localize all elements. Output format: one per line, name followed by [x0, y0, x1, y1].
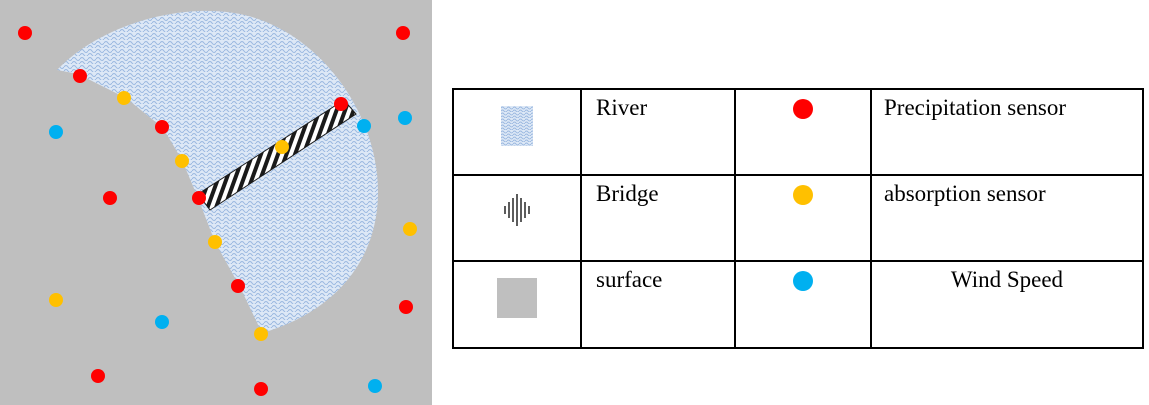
- legend-sensor-label-cell: Wind Speed: [870, 260, 1144, 349]
- precipitation-sensor-dot: [73, 69, 87, 83]
- river-swatch-icon: [501, 106, 533, 146]
- absorption-sensors: [49, 91, 417, 341]
- legend-label-cell: Bridge: [580, 174, 736, 262]
- legend-label-absorption: absorption sensor: [884, 181, 1046, 206]
- legend-label-surface: surface: [596, 267, 663, 292]
- precipitation-sensor-dot: [91, 369, 105, 383]
- legend-row-bridge: Bridge absorption sensor: [452, 174, 1144, 262]
- precipitation-sensor-dot: [18, 26, 32, 40]
- legend-table: River Precipitation sensor: [452, 88, 1144, 349]
- absorption-sensor-dot: [208, 235, 222, 249]
- river-area: [57, 10, 378, 333]
- precipitation-sensor-dot: [334, 97, 348, 111]
- red-dot-icon: [793, 99, 813, 119]
- legend-icon-cell: [452, 260, 582, 349]
- precipitation-sensor-dot: [192, 191, 206, 205]
- legend-sensor-icon-cell: [734, 260, 872, 349]
- legend-label-river: River: [596, 95, 648, 120]
- absorption-sensor-dot: [254, 327, 268, 341]
- legend-label-precipitation: Precipitation sensor: [884, 95, 1067, 120]
- absorption-sensor-dot: [49, 293, 63, 307]
- yellow-dot-icon: [793, 185, 813, 205]
- wind-speed-sensors: [49, 111, 412, 393]
- legend-label-cell: surface: [580, 260, 736, 349]
- legend-sensor-label-cell: Precipitation sensor: [870, 88, 1144, 176]
- precipitation-sensor-dot: [231, 279, 245, 293]
- absorption-sensor-dot: [403, 222, 417, 236]
- legend-icon-cell: [452, 88, 582, 176]
- legend-label-cell: River: [580, 88, 736, 176]
- legend-label-wind-speed: Wind Speed: [950, 267, 1064, 292]
- precipitation-sensor-dot: [399, 300, 413, 314]
- bridge-swatch-icon: [504, 194, 530, 226]
- surface-swatch-icon: [497, 278, 537, 318]
- legend-sensor-label-cell: absorption sensor: [870, 174, 1144, 262]
- precipitation-sensor-dot: [396, 26, 410, 40]
- absorption-sensor-dot: [175, 154, 189, 168]
- precipitation-sensors: [18, 26, 413, 396]
- wind-speed-sensor-dot: [398, 111, 412, 125]
- wind-speed-sensor-dot: [155, 315, 169, 329]
- absorption-sensor-dot: [275, 140, 289, 154]
- wind-speed-sensor-dot: [368, 379, 382, 393]
- bridge: [197, 99, 357, 211]
- blue-dot-icon: [793, 271, 813, 291]
- legend-sensor-icon-cell: [734, 88, 872, 176]
- absorption-sensor-dot: [117, 91, 131, 105]
- precipitation-sensor-dot: [254, 382, 268, 396]
- legend-icon-cell: [452, 174, 582, 262]
- legend-label-bridge: Bridge: [596, 181, 659, 206]
- wind-speed-sensor-dot: [49, 125, 63, 139]
- precipitation-sensor-dot: [155, 120, 169, 134]
- precipitation-sensor-dot: [103, 191, 117, 205]
- wind-speed-sensor-dot: [357, 119, 371, 133]
- legend-sensor-icon-cell: [734, 174, 872, 262]
- sensor-map: [0, 0, 432, 405]
- legend-row-surface: surface Wind Speed: [452, 260, 1144, 349]
- legend-row-river: River Precipitation sensor: [452, 88, 1144, 176]
